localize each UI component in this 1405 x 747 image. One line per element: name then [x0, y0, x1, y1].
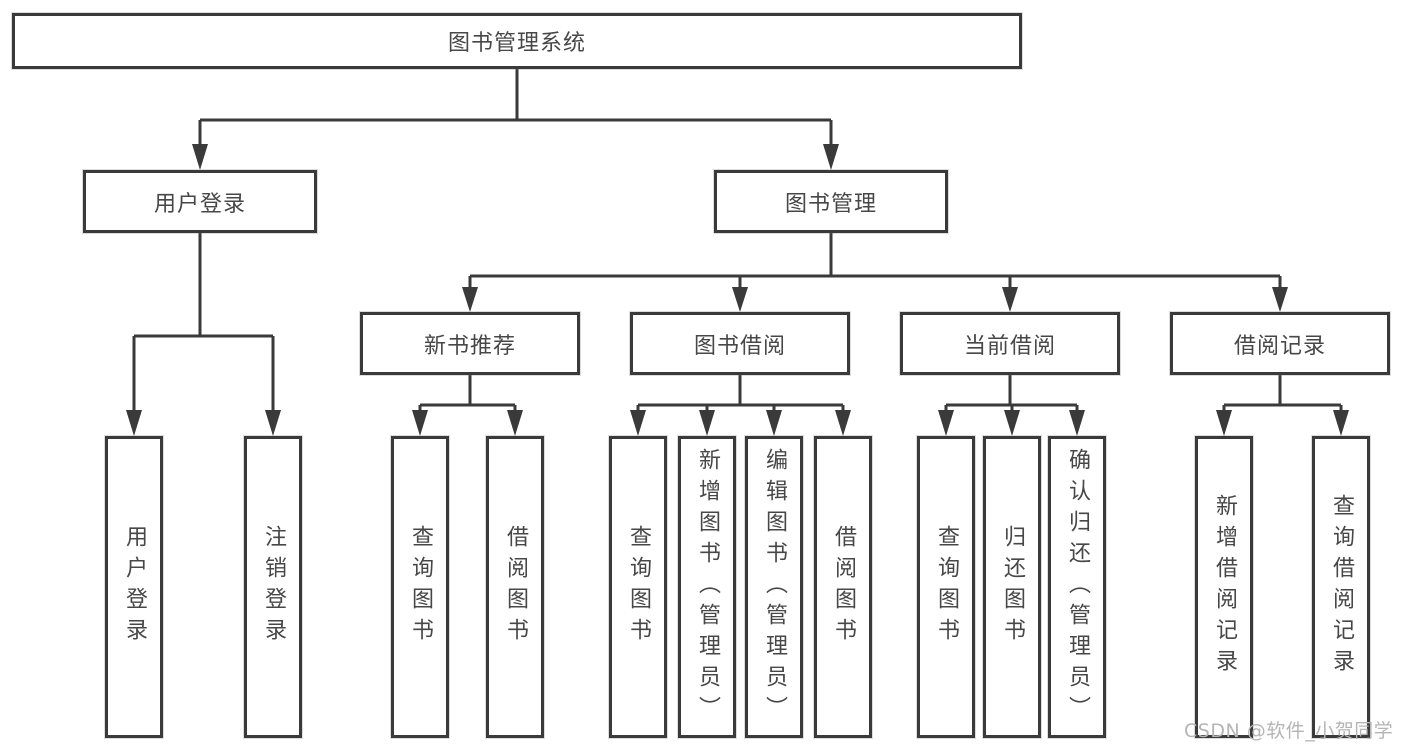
elbow-connectors [132, 69, 1343, 418]
node-root-system: 图书管理系统 [12, 13, 1022, 69]
leaf-label: 确认归还（管理员） [1065, 447, 1090, 727]
leaf-logout: 注销登录 [244, 436, 302, 738]
node-book-borrow: 图书借阅 [630, 312, 850, 375]
leaf-label: 新增借阅记录 [1212, 494, 1237, 680]
leaf-query-borrow-record: 查询借阅记录 [1312, 436, 1370, 738]
leaf-label: 查询图书 [408, 525, 433, 649]
leaf-borrow-books: 借阅图书 [486, 436, 544, 738]
node-user-login: 用户登录 [83, 170, 317, 233]
node-label: 借阅记录 [1233, 333, 1326, 359]
node-borrow-records: 借阅记录 [1170, 312, 1390, 375]
leaf-query-books: 查询图书 [391, 436, 449, 738]
csdn-watermark: CSDN @软件_小贺同学 [1184, 720, 1394, 742]
leaf-label: 查询借阅记录 [1329, 494, 1354, 680]
leaf-label: 查询图书 [934, 525, 959, 649]
node-label: 当前借阅 [963, 333, 1056, 359]
node-label: 图书管理系统 [447, 31, 586, 56]
node-current-borrow: 当前借阅 [900, 312, 1120, 375]
node-label: 图书借阅 [693, 333, 786, 359]
leaf-query-books: 查询图书 [917, 436, 975, 738]
leaf-label: 新增图书（管理员） [695, 447, 720, 727]
leaf-user-login: 用户登录 [105, 436, 163, 738]
node-new-book-recommend: 新书推荐 [360, 312, 580, 375]
leaf-label: 注销登录 [261, 525, 286, 649]
leaf-label: 借阅图书 [831, 525, 856, 649]
node-label: 用户登录 [153, 191, 246, 217]
node-label: 新书推荐 [423, 333, 516, 359]
leaf-return-books: 归还图书 [983, 436, 1041, 738]
arrow-heads [126, 144, 1349, 436]
leaf-edit-books-admin: 编辑图书（管理员） [745, 436, 803, 738]
leaf-label: 借阅图书 [503, 525, 528, 649]
leaf-confirm-return-admin: 确认归还（管理员） [1048, 436, 1106, 738]
node-book-management: 图书管理 [714, 170, 948, 233]
leaf-label: 查询图书 [626, 525, 651, 649]
leaf-add-books-admin: 新增图书（管理员） [678, 436, 736, 738]
leaf-label: 用户登录 [122, 525, 147, 649]
leaf-label: 编辑图书（管理员） [762, 447, 787, 727]
leaf-query-books: 查询图书 [609, 436, 667, 738]
leaf-label: 归还图书 [1000, 525, 1025, 649]
leaf-add-borrow-record: 新增借阅记录 [1195, 436, 1253, 738]
node-label: 图书管理 [784, 191, 877, 217]
leaf-borrow-books: 借阅图书 [814, 436, 872, 738]
